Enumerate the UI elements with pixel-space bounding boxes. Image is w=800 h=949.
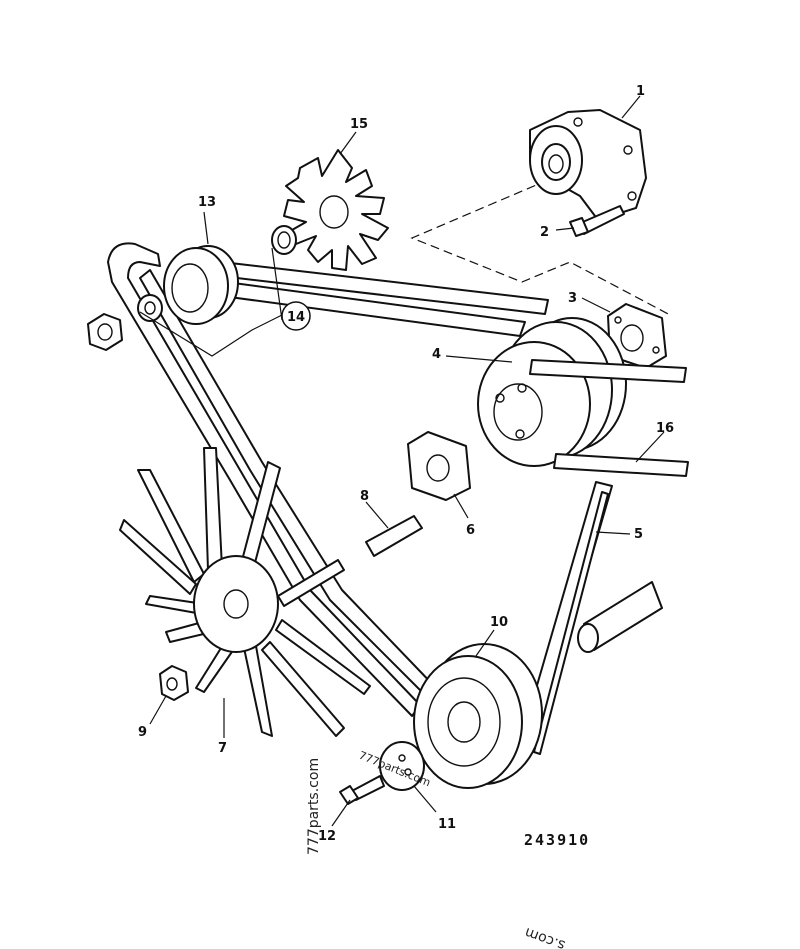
pulley-part-4 xyxy=(477,317,627,467)
belt-part-16 xyxy=(529,359,689,477)
nut-part xyxy=(87,313,123,351)
assembly-dashed-line xyxy=(410,179,673,317)
impeller-part-15 xyxy=(283,149,389,271)
callout-2: 2 xyxy=(540,225,549,240)
callout-8: 8 xyxy=(360,489,369,504)
callout-5: 5 xyxy=(634,527,643,542)
pulley-part-13 xyxy=(163,245,239,325)
pulley-part-10 xyxy=(413,643,543,789)
shaft-part xyxy=(577,581,663,653)
callout-16: 16 xyxy=(656,421,674,436)
bolt-part-12 xyxy=(339,775,385,805)
washer-part-11 xyxy=(379,741,425,791)
housing-part xyxy=(529,109,647,221)
drawing-number: 243910 xyxy=(524,831,590,849)
bushing-part-14a xyxy=(271,225,297,255)
callout-12: 12 xyxy=(318,829,336,844)
flange-part-6 xyxy=(407,431,471,501)
callout-14: 14 xyxy=(287,310,305,325)
callout-3: 3 xyxy=(568,291,577,306)
callout-11: 11 xyxy=(438,817,456,832)
callout-1: 1 xyxy=(636,84,645,99)
callout-6: 6 xyxy=(466,523,475,538)
callout-9: 9 xyxy=(138,725,147,740)
callout-4: 4 xyxy=(432,347,441,362)
watermark-corner: s.com xyxy=(523,924,568,949)
callout-7: 7 xyxy=(218,741,227,756)
callout-15: 15 xyxy=(350,117,368,132)
callout-10: 10 xyxy=(490,615,508,630)
nut-part-9 xyxy=(159,665,189,701)
fan-part-7 xyxy=(119,447,371,737)
stud-part-8 xyxy=(365,515,423,557)
callout-13: 13 xyxy=(198,195,216,210)
bolt-part-2 xyxy=(569,205,625,237)
belt-part-5 xyxy=(519,481,613,755)
leader-lines xyxy=(139,95,665,827)
watermark-vertical: 777parts.com xyxy=(306,758,322,855)
callout-circle-14 xyxy=(281,301,311,331)
washer-part-14b xyxy=(137,294,163,322)
